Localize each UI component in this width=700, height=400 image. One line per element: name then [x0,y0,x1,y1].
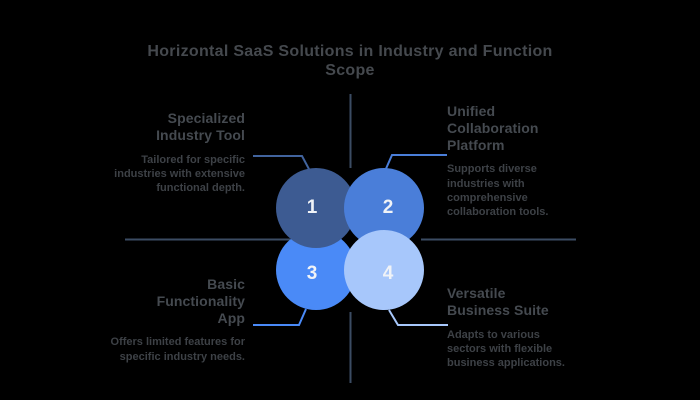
connector-line-1 [253,155,311,172]
circle-number-3: 3 [307,263,318,284]
circle-number-4: 4 [383,263,394,284]
label-heading: Basic Functionality App [156,276,245,326]
connector-line-3 [253,308,307,326]
label-unified-collaboration-platform: Unified Collaboration Platform Supports … [447,103,587,220]
connector-line-2 [384,154,447,172]
label-description: Supports diverse industries with compreh… [447,163,549,219]
circle-number-2: 2 [383,197,394,218]
diagram-title: Horizontal SaaS Solutions in Industry an… [147,43,553,79]
venn-circle-1 [276,168,356,248]
venn-circle-2 [344,168,424,248]
venn-circle-3 [276,230,356,310]
label-description: Offers limited features for specific ind… [110,336,245,363]
label-heading: Specialized Industry Tool [156,110,245,143]
label-description: Adapts to various sectors with flexible … [447,328,565,370]
venn-circle-4 [344,230,424,310]
circle-number-1: 1 [307,197,318,218]
label-versatile-business-suite: Versatile Business Suite Adapts to vario… [447,285,587,370]
label-description: Tailored for specific industries with ex… [114,153,245,195]
connector-line-4 [388,309,448,326]
label-heading: Unified Collaboration Platform [447,103,539,153]
label-heading: Versatile Business Suite [447,285,549,318]
label-specialized-industry-tool: Specialized Industry Tool Tailored for s… [85,110,245,195]
label-basic-functionality-app: Basic Functionality App Offers limited f… [85,276,245,364]
